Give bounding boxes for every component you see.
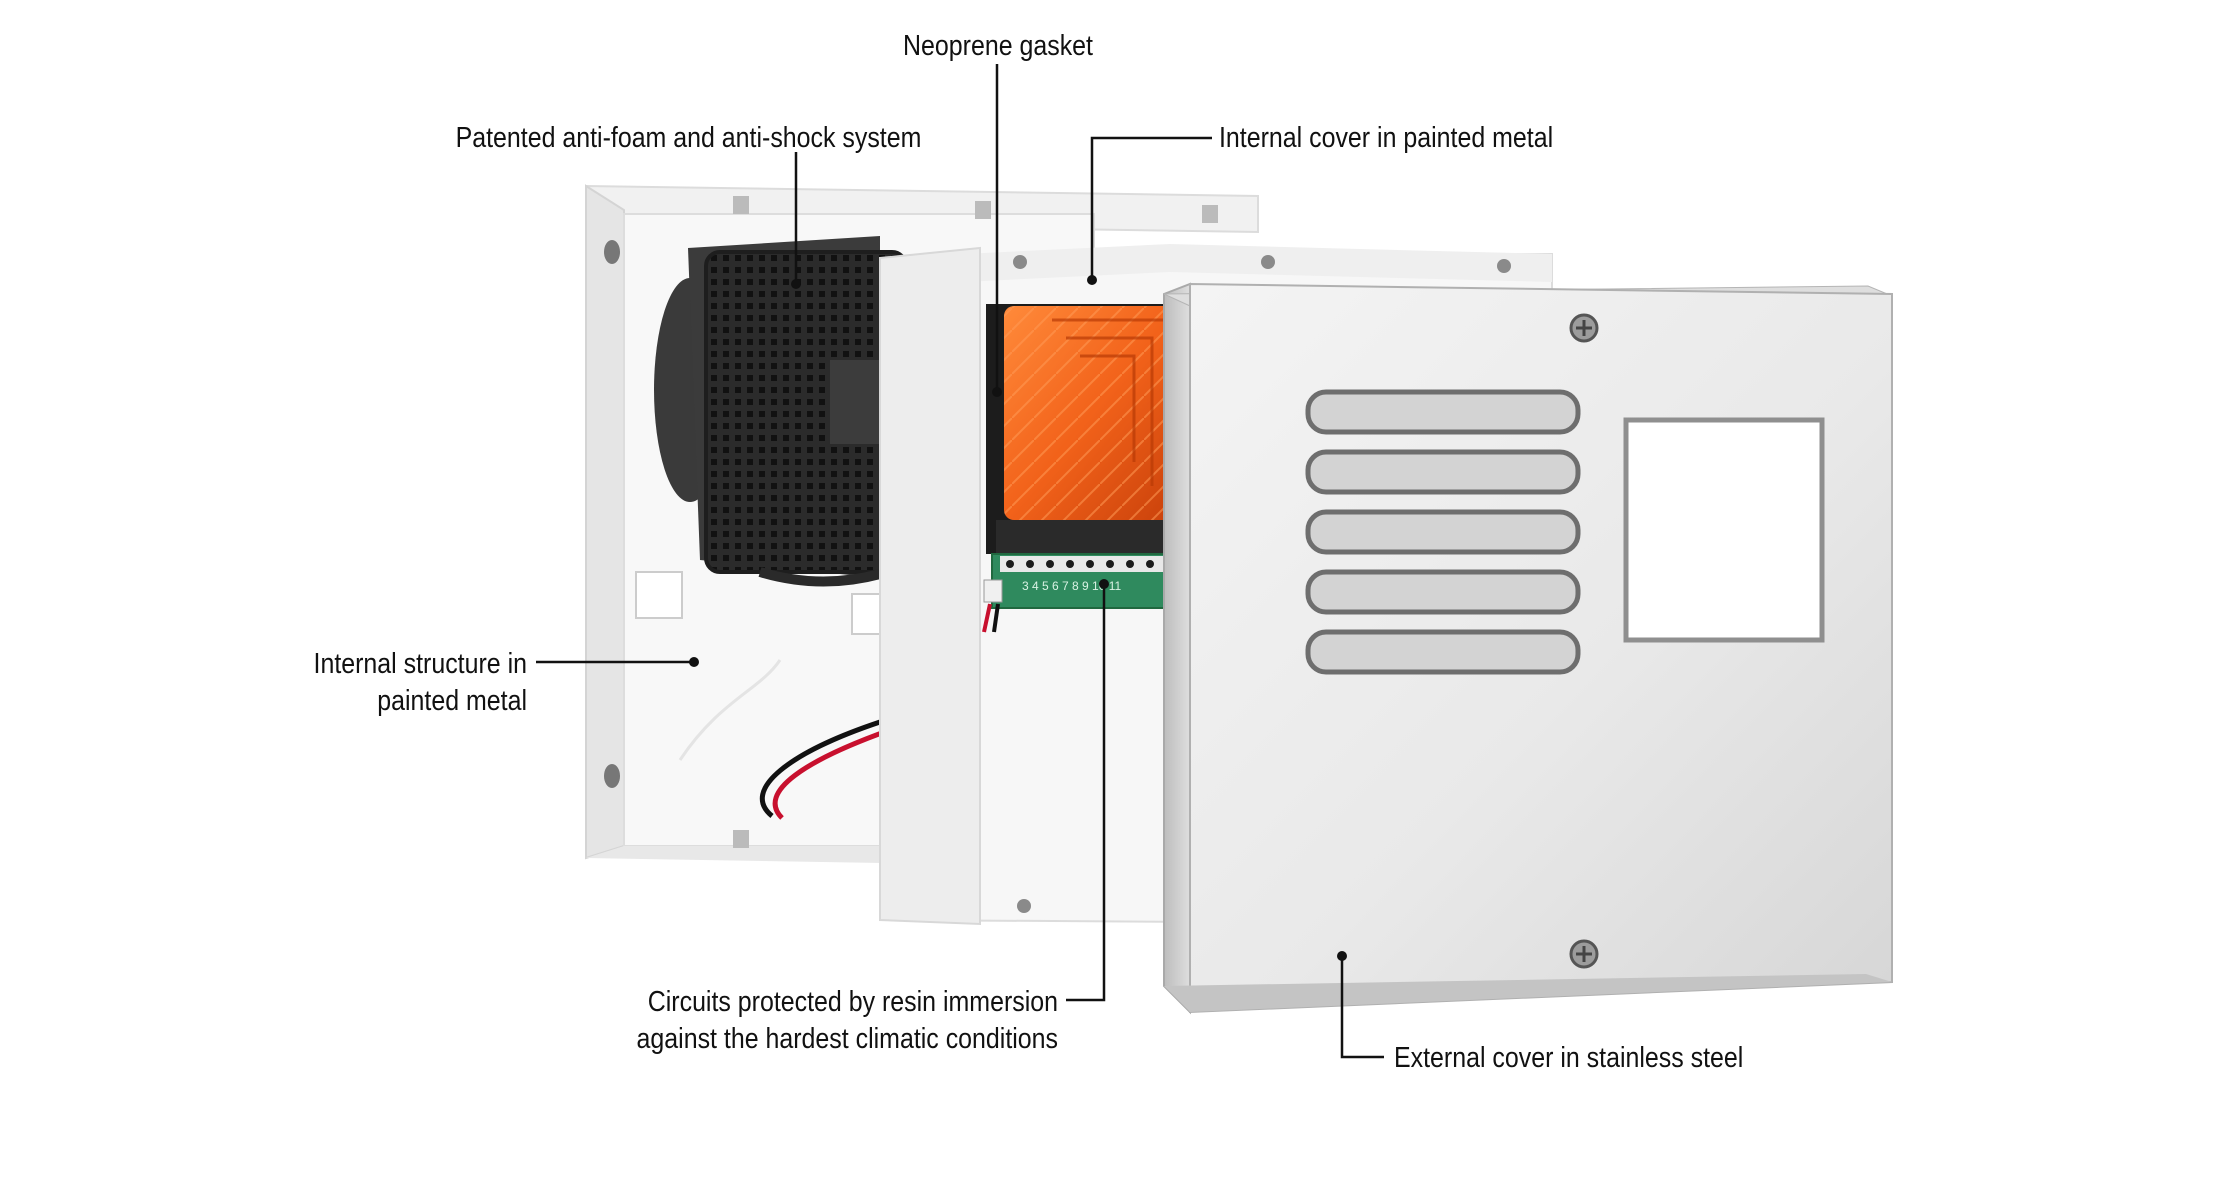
leader-lines — [536, 64, 1384, 1059]
leader-dots — [689, 275, 1347, 961]
callout-neoprene-gasket: Neoprene gasket — [828, 28, 1169, 65]
circuit-board — [982, 553, 1183, 633]
leader-external-cover — [1340, 956, 1384, 1059]
callout-external-cover-text: External cover in stainless steel — [1394, 1042, 1744, 1074]
ventilation-louvers — [1305, 389, 1581, 675]
flashing-lens — [986, 304, 1180, 554]
terminal-numbers: 3 4 5 6 7 8 9 10 11 — [1022, 579, 1122, 593]
callout-circuits: Circuits protected by resin immersion ag… — [544, 984, 1058, 1058]
external-cover — [1163, 282, 1893, 1015]
callout-circuits-line2: against the hardest climatic conditions — [636, 1023, 1058, 1055]
callout-internal-cover-text: Internal cover in painted metal — [1219, 122, 1554, 154]
leader-internal-cover — [1090, 136, 1212, 280]
callout-neoprene-gasket-text: Neoprene gasket — [903, 30, 1093, 62]
callout-anti-foam-system: Patented anti-foam and anti-shock system — [455, 120, 922, 157]
callout-internal-structure-line1: Internal structure in — [313, 648, 527, 680]
callout-internal-structure-line2: painted metal — [377, 685, 527, 717]
screw-bottom — [1569, 939, 1599, 969]
callout-external-cover: External cover in stainless steel — [1394, 1040, 1743, 1077]
callout-anti-foam-system-text: Patented anti-foam and anti-shock system — [455, 122, 922, 154]
speaker-assembly — [654, 236, 908, 587]
callout-internal-structure: Internal structure in painted metal — [177, 646, 527, 720]
callout-circuits-line1: Circuits protected by resin immersion — [647, 986, 1058, 1018]
screw-top — [1569, 313, 1599, 343]
leader-circuits — [1066, 584, 1106, 1002]
callout-internal-cover: Internal cover in painted metal — [1219, 120, 1553, 157]
lens-window — [1623, 417, 1825, 643]
